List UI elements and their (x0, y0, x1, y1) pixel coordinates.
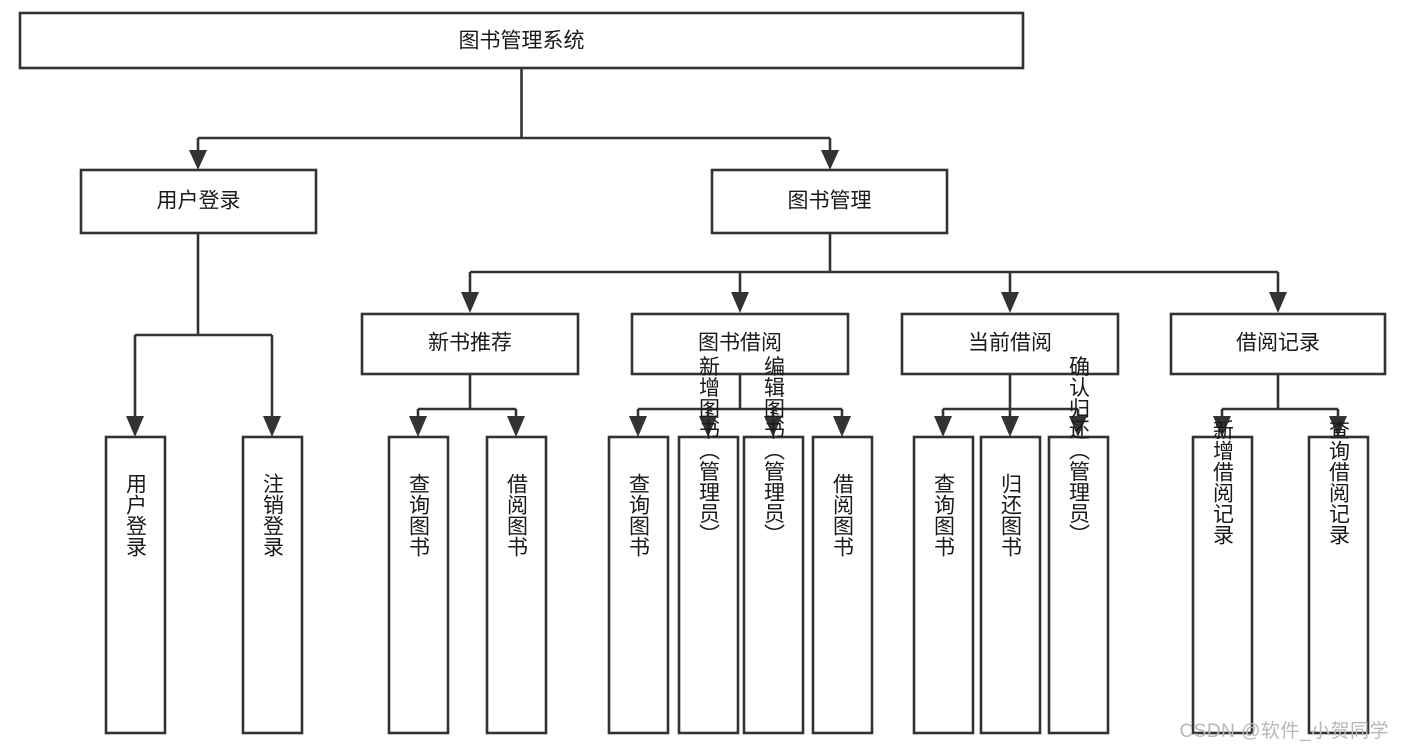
arrow-head-new-book-recommend (461, 292, 479, 313)
arrow-head-borrow-record (1269, 292, 1287, 313)
node-leaf-add-book-box[interactable] (677, 435, 740, 735)
arrow-head-leaf-query-record (1329, 416, 1347, 437)
node-leaf-borrow-book-1-box[interactable] (485, 435, 548, 735)
node-leaf-user-logout-label: 注销登录 (261, 473, 285, 557)
node-leaf-borrow-book-1-label: 借阅图书 (505, 473, 529, 557)
node-root[interactable]: 图书管理系统 (18, 11, 1025, 70)
node-leaf-edit-book[interactable]: 编辑图书（管理员） (742, 356, 805, 735)
node-book-manage[interactable]: 图书管理 (710, 168, 949, 235)
node-borrow-record-label: 借阅记录 (1236, 332, 1320, 355)
node-leaf-confirm-return-box[interactable] (1047, 435, 1110, 735)
arrow-head-user-login (189, 150, 207, 170)
arrow-head-leaf-borrow-book-2 (833, 416, 851, 437)
node-leaf-query-book-2[interactable]: 查询图书 (607, 435, 670, 735)
node-leaf-query-book-2-label: 查询图书 (627, 473, 651, 557)
node-leaf-user-logout[interactable]: 注销登录 (241, 435, 304, 735)
node-leaf-query-book-3[interactable]: 查询图书 (912, 435, 975, 735)
node-current-borrow-box[interactable] (900, 312, 1120, 376)
arrow-head-book-borrow (731, 292, 749, 313)
node-leaf-query-record-box[interactable] (1307, 435, 1370, 735)
node-leaf-add-book-label: 新增图书（管理员） (697, 356, 721, 545)
arrow-head-leaf-query-book-1 (409, 416, 427, 437)
node-new-book-recommend-box[interactable] (360, 312, 580, 376)
node-current-borrow[interactable]: 当前借阅 (900, 312, 1120, 376)
node-leaf-query-book-2-box[interactable] (607, 435, 670, 735)
arrow-head-leaf-user-login (126, 416, 144, 437)
node-leaf-query-record[interactable]: 查询借阅记录 (1307, 419, 1370, 735)
node-leaf-confirm-return[interactable]: 确认归还（管理员） (1047, 356, 1110, 735)
node-user-login-box[interactable] (79, 168, 318, 235)
node-leaf-user-login-box[interactable] (104, 435, 167, 735)
node-leaf-query-book-1[interactable]: 查询图书 (387, 435, 450, 735)
node-leaf-return-book[interactable]: 归还图书 (979, 435, 1042, 735)
node-leaf-user-login-label: 用户登录 (124, 473, 148, 557)
node-leaf-borrow-book-2-label: 借阅图书 (831, 473, 855, 557)
node-leaf-query-book-3-label: 查询图书 (932, 473, 956, 557)
arrow-head-leaf-add-record (1213, 416, 1231, 437)
node-leaf-borrow-book-2-box[interactable] (811, 435, 874, 735)
node-leaf-user-logout-box[interactable] (241, 435, 304, 735)
node-root-box[interactable] (18, 11, 1025, 70)
node-current-borrow-label: 当前借阅 (968, 332, 1052, 355)
arrow-head-leaf-return-book (1001, 416, 1019, 437)
arrow-head-leaf-borrow-book-1 (507, 416, 525, 437)
node-borrow-record[interactable]: 借阅记录 (1169, 312, 1387, 376)
node-book-borrow[interactable]: 图书借阅 (630, 312, 850, 376)
node-new-book-recommend[interactable]: 新书推荐 (360, 312, 580, 376)
node-leaf-query-book-1-box[interactable] (387, 435, 450, 735)
node-leaf-add-book[interactable]: 新增图书（管理员） (677, 356, 740, 735)
node-leaf-return-book-label: 归还图书 (999, 473, 1023, 557)
node-leaf-user-login[interactable]: 用户登录 (104, 435, 167, 735)
connector-layer (126, 68, 1347, 437)
node-leaf-add-record[interactable]: 新增借阅记录 (1191, 419, 1254, 735)
node-user-login-label: 用户登录 (157, 190, 241, 213)
arrow-head-current-borrow (1001, 292, 1019, 313)
arrow-head-leaf-user-logout (263, 416, 281, 437)
arrow-head-book-manage (821, 150, 839, 170)
node-leaf-edit-book-box[interactable] (742, 435, 805, 735)
arrow-head-leaf-query-book-2 (629, 416, 647, 437)
node-leaf-query-book-1-label: 查询图书 (407, 473, 431, 557)
node-book-manage-box[interactable] (710, 168, 949, 235)
node-leaf-add-record-box[interactable] (1191, 435, 1254, 735)
node-leaf-borrow-book-2[interactable]: 借阅图书 (811, 435, 874, 735)
node-borrow-record-box[interactable] (1169, 312, 1387, 376)
arrow-head-leaf-query-book-3 (934, 416, 952, 437)
arrow-head-leaf-confirm-return (1069, 416, 1087, 437)
arrow-head-leaf-edit-book (764, 416, 782, 437)
arrow-head-leaf-add-book (699, 416, 717, 437)
node-leaf-borrow-book-1[interactable]: 借阅图书 (485, 435, 548, 735)
node-leaf-confirm-return-label: 确认归还（管理员） (1067, 356, 1091, 545)
node-leaf-query-book-3-box[interactable] (912, 435, 975, 735)
node-book-borrow-label: 图书借阅 (698, 332, 782, 355)
node-user-login[interactable]: 用户登录 (79, 168, 318, 235)
node-book-manage-label: 图书管理 (788, 190, 872, 213)
node-leaf-edit-book-label: 编辑图书（管理员） (762, 356, 786, 545)
node-root-label: 图书管理系统 (459, 30, 585, 53)
node-leaf-query-record-label: 查询借阅记录 (1327, 419, 1351, 545)
node-new-book-recommend-label: 新书推荐 (428, 332, 512, 355)
node-leaf-add-record-label: 新增借阅记录 (1211, 419, 1235, 545)
node-book-borrow-box[interactable] (630, 312, 850, 376)
node-leaf-return-book-box[interactable] (979, 435, 1042, 735)
